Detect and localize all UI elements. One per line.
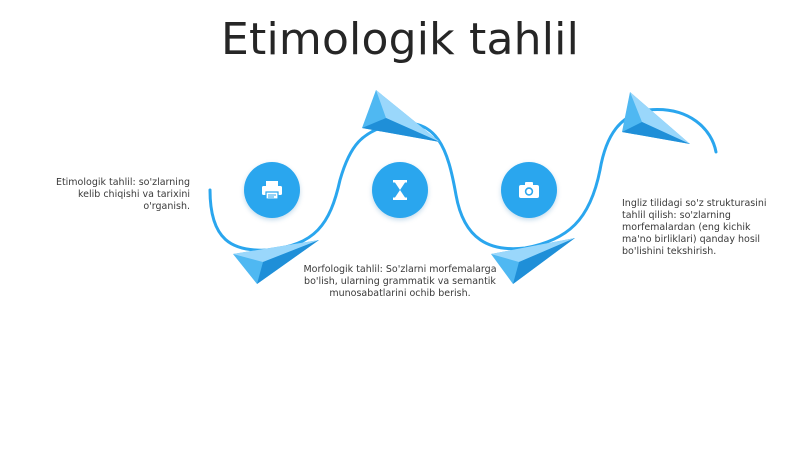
hourglass-icon [393,180,407,200]
paper-plane-icon [362,90,440,142]
step-1-description: Etimologik tahlil: so'zlarning kelib chi… [55,177,190,212]
paper-plane-icon [491,238,575,284]
step-3-circle [501,162,557,218]
step-3-description: Ingliz tilidagi so'z strukturasini tahli… [622,198,767,257]
wave-path [208,108,718,252]
slide-title: Etimologik tahlil [221,14,579,65]
camera-icon [519,182,539,198]
step-2-description: Morfologik tahlil: So'zlarni morfemalarg… [303,264,497,299]
step-1-circle [244,162,300,218]
step-2-circle [372,162,428,218]
paper-plane-icon [233,240,319,284]
paper-plane-icon [622,92,690,144]
printer-icon [262,181,282,200]
